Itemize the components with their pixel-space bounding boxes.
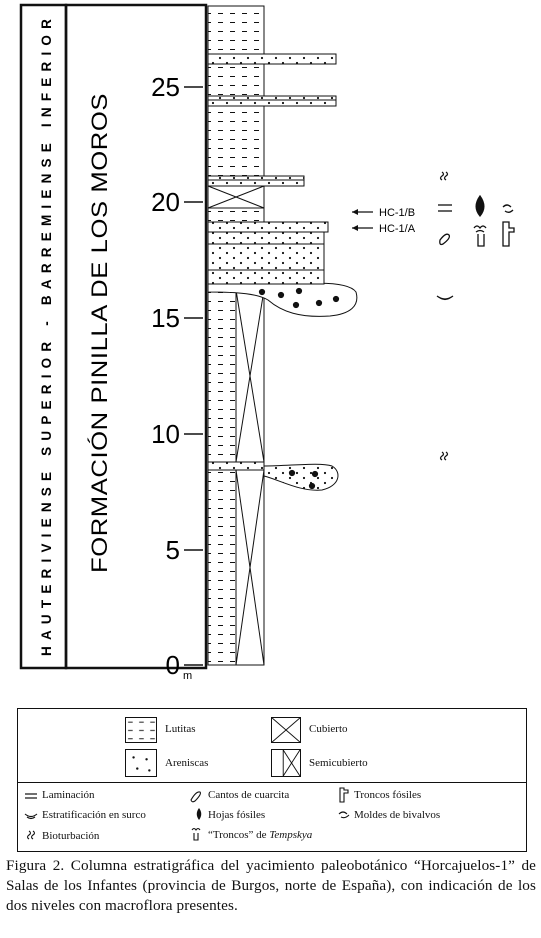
bioturbation-icon-upper — [439, 171, 449, 181]
lithologic-column — [207, 5, 358, 666]
depth-scale: 0 5 10 15 20 25 m — [151, 72, 203, 682]
age-label: HAUTERIVIENSE SUPERIOR - BARREMIENSE INF… — [39, 16, 54, 656]
legend: Lutitas Areniscas Cubierto Semicubierto … — [17, 708, 527, 852]
bivalve-mold-icon — [502, 204, 514, 213]
sample-label-a: HC-1/A — [379, 223, 416, 235]
column-symbols — [436, 171, 515, 461]
scale-tick-20: 20 — [151, 187, 180, 217]
legend-estratificacion: Estratificación en surco — [42, 809, 146, 821]
legend-hojas: Hojas fósiles — [208, 809, 266, 821]
figure-caption: Figura 2. Columna estratigráfica del yac… — [6, 857, 536, 914]
formation-label: FORMACIÓN PINILLA DE LOS MOROS — [87, 93, 112, 573]
legend-tempskya-italic: Tempskya — [269, 829, 313, 841]
legend-tempskya: “Troncos” de Tempskya — [208, 829, 312, 841]
swatch-semicubierto — [271, 749, 301, 777]
sample-markers: HC-1/B HC-1/A — [352, 207, 416, 235]
quartzite-pebble-legend-icon — [190, 791, 201, 803]
unit-lutitas-mid — [207, 207, 265, 223]
legend-lutitas: Lutitas — [165, 723, 196, 735]
legend-cantos: Cantos de cuarcita — [208, 789, 290, 801]
sandstone-lens-upper — [207, 282, 358, 317]
scale-unit: m — [183, 670, 192, 682]
legend-laminacion: Laminación — [42, 789, 95, 801]
legend-moldes: Moldes de bivalvos — [354, 809, 441, 821]
legend-semicubierto: Semicubierto — [309, 757, 368, 769]
scale-tick-15: 15 — [151, 303, 180, 333]
stratigraphic-column-figure: HAUTERIVIENSE SUPERIOR - BARREMIENSE INF… — [19, 3, 515, 682]
scale-tick-0: 0 — [166, 650, 180, 680]
unit-areniscas-top — [207, 53, 337, 65]
legend-cubierto: Cubierto — [309, 723, 348, 735]
scale-tick-5: 5 — [166, 535, 180, 565]
trough-cross-icon — [436, 295, 454, 301]
legend-areniscas: Areniscas — [165, 757, 209, 769]
swatch-cubierto — [271, 717, 301, 743]
leaf-icon — [475, 194, 485, 218]
tempskya-legend-icon — [191, 827, 201, 841]
swatch-areniscas — [125, 749, 157, 777]
legend-tempskya-prefix: “Troncos” de — [208, 829, 270, 841]
fossil-trunk-icon — [502, 221, 515, 247]
bioturbation-legend-icon — [26, 830, 36, 840]
scale-tick-10: 10 — [151, 419, 180, 449]
bivalve-legend-icon — [338, 811, 350, 819]
scale-tick-25: 25 — [151, 72, 180, 102]
legend-bioturbacion: Bioturbación — [42, 830, 100, 842]
legend-troncos: Troncos fósiles — [354, 789, 422, 801]
sandstone-lens-lower — [263, 463, 339, 491]
fossil-trunk-legend-icon — [339, 787, 349, 803]
legend-divider — [18, 782, 526, 783]
quartzite-pebble-icon — [439, 233, 451, 246]
formation-label-box: FORMACIÓN PINILLA DE LOS MOROS — [64, 3, 208, 670]
unit-lutitas-upper — [207, 105, 265, 177]
trough-cross-legend-icon — [24, 813, 38, 820]
unit-areniscas-main — [207, 231, 325, 285]
lamination-legend-icon — [25, 793, 37, 799]
sample-label-b: HC-1/B — [379, 207, 415, 219]
swatch-lutitas — [125, 717, 157, 743]
age-label-box: HAUTERIVIENSE SUPERIOR - BARREMIENSE INF… — [19, 3, 68, 670]
tempskya-trunk-icon — [473, 225, 487, 247]
bioturbation-icon-lower — [439, 451, 449, 461]
leaf-legend-icon — [196, 808, 202, 820]
